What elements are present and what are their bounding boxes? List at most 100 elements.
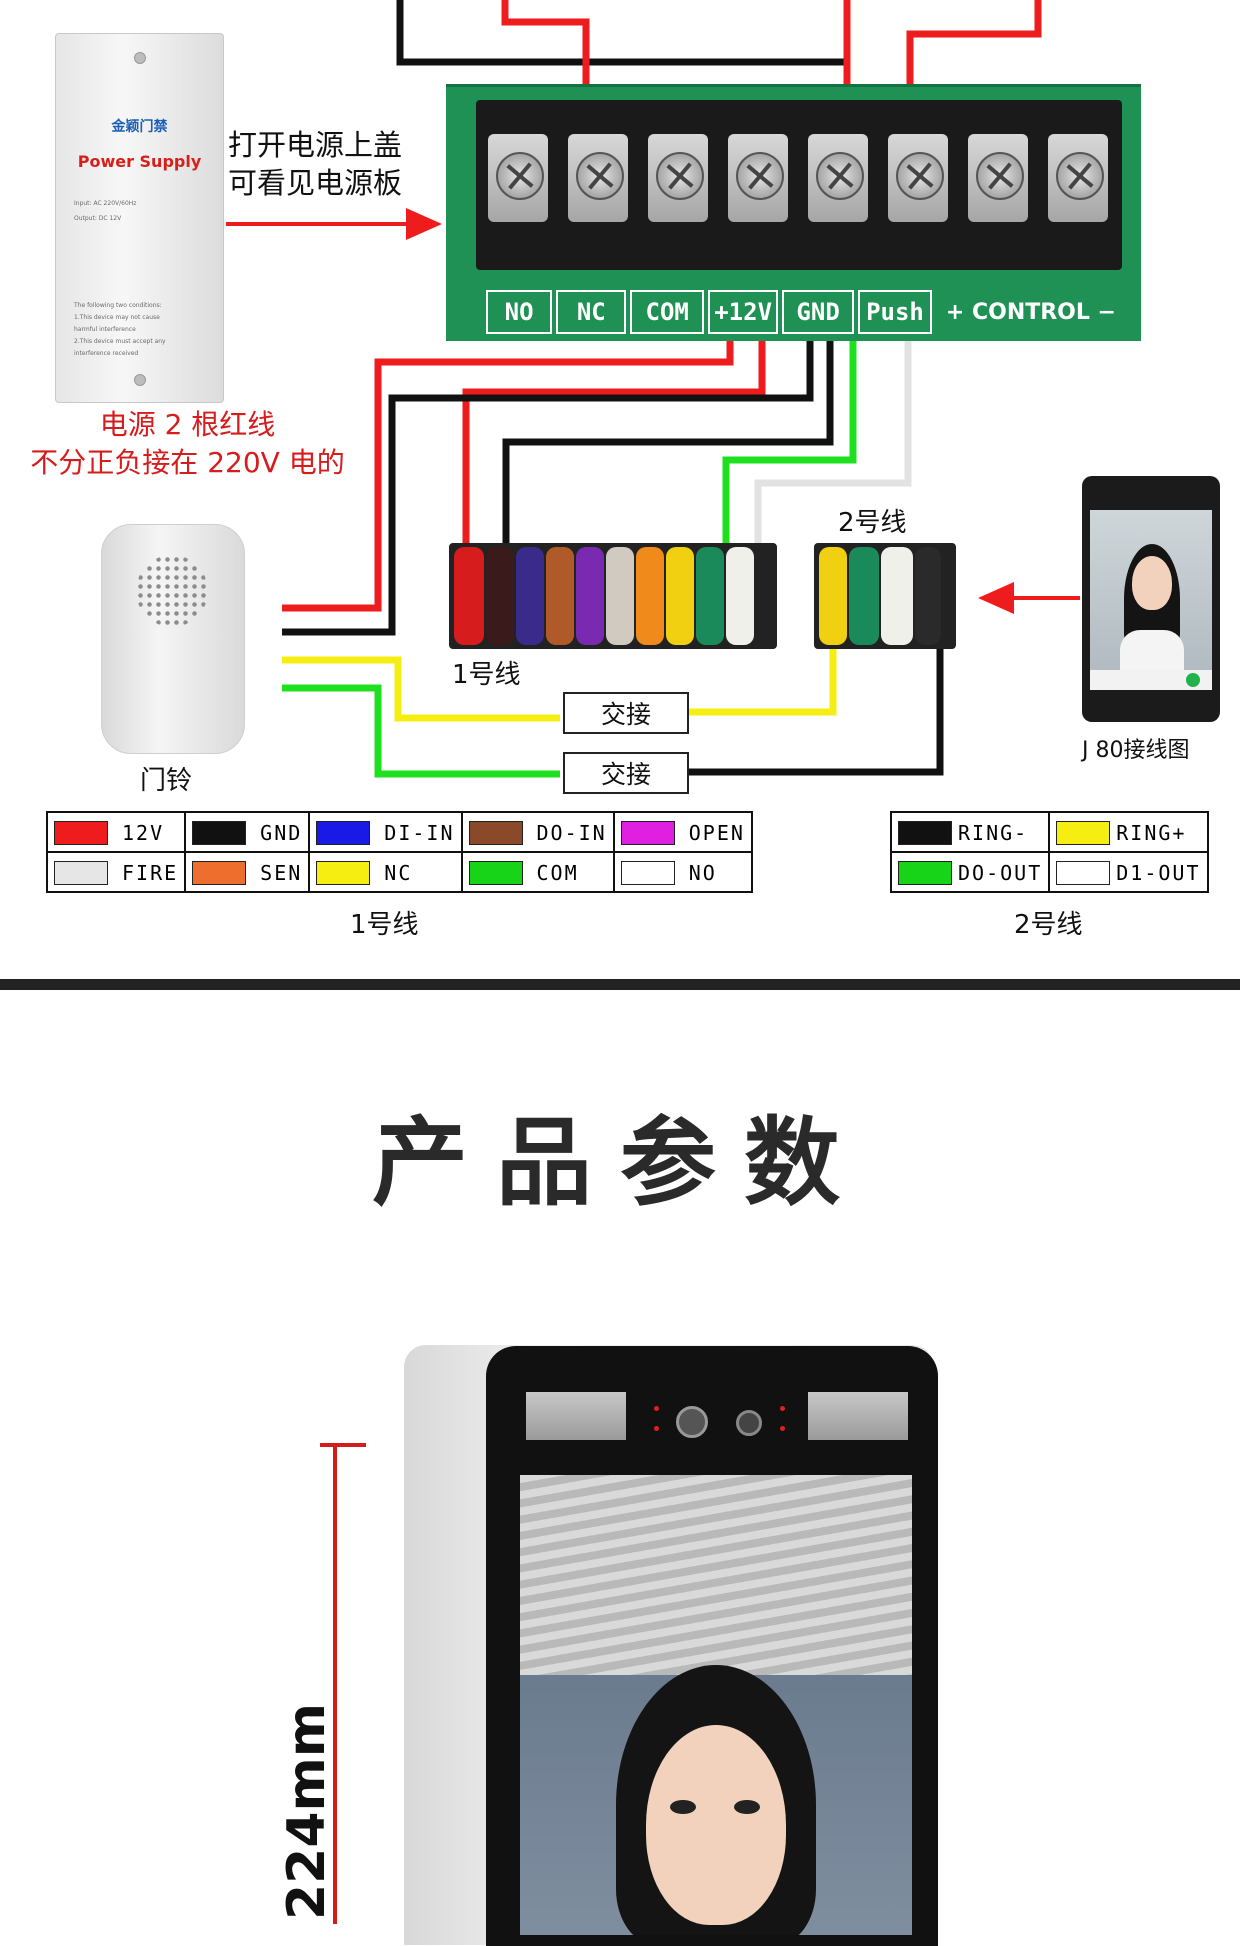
legend-cell: NC [308, 851, 463, 893]
legend-label: DO-OUT [958, 860, 1043, 885]
green-wire-bundle [722, 338, 857, 545]
legend-cell: OPEN [612, 811, 753, 853]
color-swatch [898, 860, 952, 885]
legend-label: DO-IN [536, 820, 607, 845]
wire-green [696, 547, 724, 645]
legend-cell: RING- [889, 811, 1051, 853]
dimension-label: 224mm [265, 1703, 345, 1920]
legend-table-1: 12V GND DI-IN DO-IN OPEN FIRE SEN NC COM… [45, 811, 753, 893]
legend2-caption: 2号线 [1014, 910, 1083, 940]
legend-cell: DI-IN [308, 811, 463, 853]
terminal-label-bar: NO NC COM +12V GND Push + CONTROL − [486, 290, 1116, 334]
camera-icon [736, 1410, 762, 1436]
black-wire-bell [282, 338, 814, 636]
legend-cell: GND [184, 811, 311, 853]
psu-warning-line: interference received [74, 350, 139, 357]
wire-green [849, 547, 879, 645]
black-wire-bundle2 [688, 645, 944, 776]
face-icon [1132, 556, 1172, 610]
product-screen [520, 1475, 912, 1935]
legend-cell: RING+ [1048, 811, 1209, 853]
legend-label: SEN [260, 860, 303, 885]
junction-box: 交接 [563, 752, 689, 794]
legend-label: NC [384, 860, 413, 885]
color-swatch [468, 820, 523, 845]
face-icon [646, 1725, 786, 1925]
psu-spec-line: Output: DC 12V [74, 215, 122, 222]
color-swatch [1056, 820, 1111, 845]
legend1-caption: 1号线 [350, 910, 419, 940]
legend-cell: FIRE [45, 851, 187, 893]
legend-cell: SEN [184, 851, 311, 893]
color-swatch [54, 860, 108, 885]
speaker-grill-icon [136, 555, 208, 627]
legend-label: COM [536, 860, 579, 885]
psu-warning-line: 1.This device may not cause [74, 314, 160, 321]
psu-brand: 金颖门禁 [111, 119, 168, 135]
green-wire-bell [282, 684, 560, 778]
section-divider [0, 979, 1240, 990]
terminal-screw [488, 134, 548, 222]
dimension-line [333, 1444, 337, 1924]
device-screen [1090, 510, 1212, 690]
color-swatch [316, 860, 371, 885]
black-wire-bundle [502, 338, 834, 545]
camera-icon [676, 1406, 708, 1438]
wire-white [726, 547, 754, 645]
psu-spec-line: Input: AC 220V/60Hz [74, 200, 137, 207]
terminal-label-12v: +12V [708, 290, 779, 334]
terminal-label-gnd: GND [782, 290, 855, 334]
legend-label: RING+ [1116, 820, 1187, 845]
terminal-label-push: Push [858, 290, 932, 334]
wire-black [486, 547, 514, 645]
legend-cell: D1-OUT [1048, 851, 1209, 893]
wiring-diagram [226, 0, 1080, 778]
top-red-wire-1 [501, 0, 590, 125]
legend-label: D1-OUT [1116, 860, 1201, 885]
top-red-wire-3 [906, 0, 1042, 125]
wire-black [915, 547, 941, 645]
cable-bundle-2 [814, 543, 956, 649]
screw-icon [134, 374, 146, 386]
arrow-to-bundle2-head [978, 582, 1014, 614]
color-swatch [1056, 860, 1111, 885]
psu-warning-line: harmful interference [74, 326, 136, 333]
wire-yellow [819, 547, 847, 645]
legend-cell: NO [612, 851, 753, 893]
color-swatch [192, 860, 247, 885]
terminal-screw [728, 134, 788, 222]
device-caption: J 80接线图 [1082, 738, 1190, 763]
sensor-window [808, 1392, 908, 1440]
mains-note-line2: 不分正负接在 220V 电的 [30, 446, 345, 479]
legend-cell: 12V [45, 811, 187, 853]
bell-caption: 门铃 [140, 766, 193, 796]
white-wire-bundle [754, 338, 912, 545]
terminal-screw [968, 134, 1028, 222]
yellow-wire-bell [282, 656, 560, 722]
red-wire-bell [282, 338, 734, 612]
legend-label: NO [688, 860, 717, 885]
wire-purple [576, 547, 604, 645]
terminal-screw [888, 134, 948, 222]
wire-orange [636, 547, 664, 645]
psu-title: Power Supply [77, 152, 202, 171]
wire-grey [606, 547, 634, 645]
color-swatch [316, 820, 371, 845]
arrow-to-board-head [406, 208, 442, 240]
sensor-window [526, 1392, 626, 1440]
call-icon [1186, 673, 1200, 687]
terminal-screw [808, 134, 868, 222]
legend-label: DI-IN [384, 820, 455, 845]
psu-warning-line: 2.This device must accept any [74, 338, 166, 345]
legend-cell: COM [460, 851, 615, 893]
power-supply-box: 金颖门禁 Power Supply Input: AC 220V/60Hz Ou… [55, 33, 224, 403]
legend-label: GND [260, 820, 303, 845]
color-swatch [620, 820, 675, 845]
color-swatch [898, 820, 952, 845]
legend-label: OPEN [688, 820, 745, 845]
control-label: + CONTROL − [945, 299, 1116, 325]
legend-cell: DO-IN [460, 811, 615, 853]
wire-blue [516, 547, 544, 645]
bundle1-caption: 1号线 [452, 660, 521, 690]
yellow-wire-bundle2 [688, 645, 837, 716]
